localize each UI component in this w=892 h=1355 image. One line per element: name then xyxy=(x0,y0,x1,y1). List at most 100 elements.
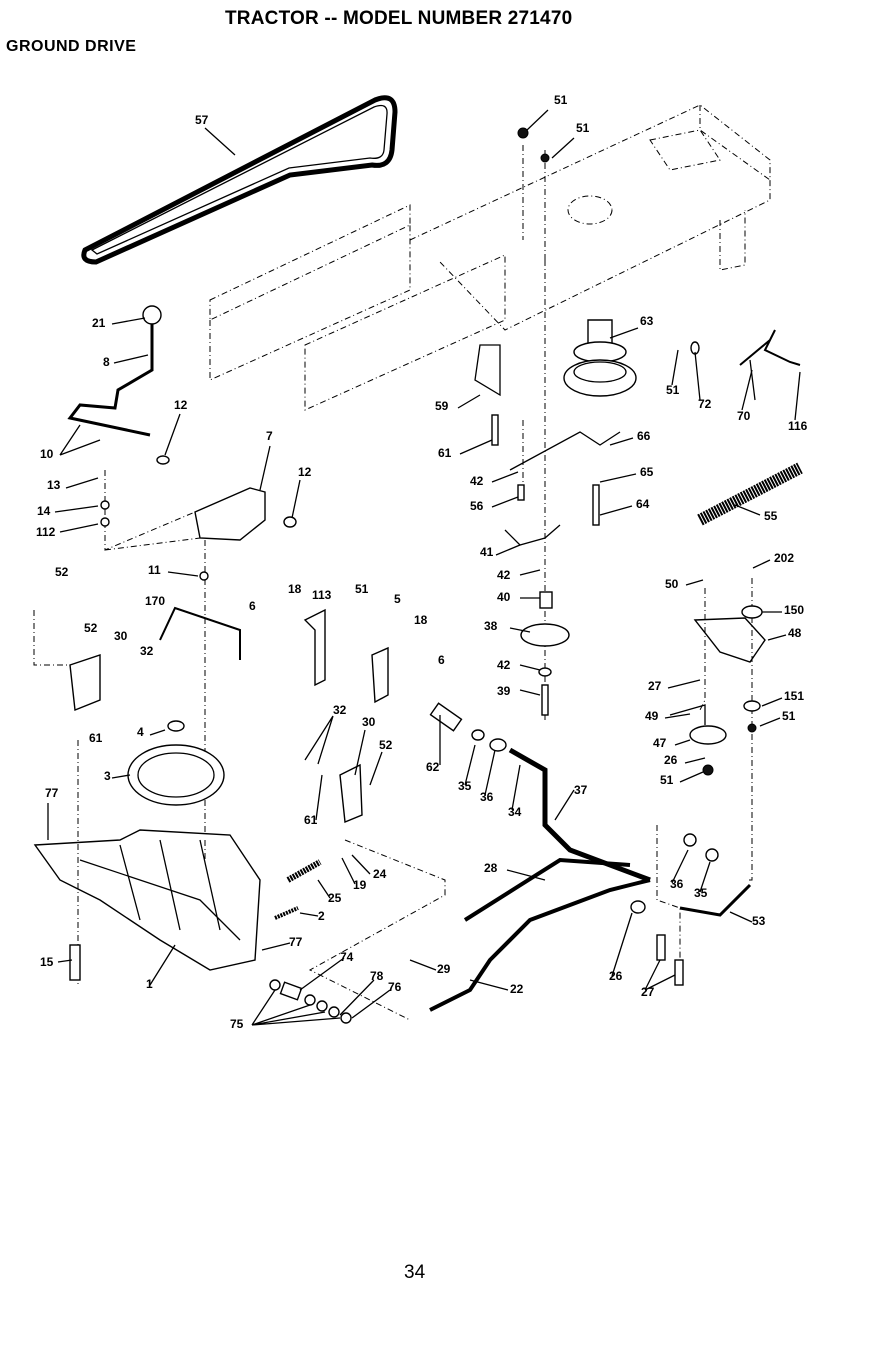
part-callout-57: 57 xyxy=(195,113,209,127)
part-callout-53: 53 xyxy=(752,914,766,928)
part-callout-42: 42 xyxy=(497,568,511,582)
part-callout-28: 28 xyxy=(484,861,498,875)
part-callout-22: 22 xyxy=(510,982,524,996)
part-callout-42: 42 xyxy=(497,658,511,672)
part-callout-3: 3 xyxy=(104,769,111,783)
part-callout-34: 34 xyxy=(508,805,522,819)
part-callout-64: 64 xyxy=(636,497,650,511)
part-callout-49: 49 xyxy=(645,709,659,723)
part-callout-42: 42 xyxy=(470,474,484,488)
part-callout-32: 32 xyxy=(333,703,347,717)
part-callout-11: 11 xyxy=(148,563,161,577)
part-callout-76: 76 xyxy=(388,980,402,994)
part-callout-65: 65 xyxy=(640,465,654,479)
part-callout-29: 29 xyxy=(437,962,451,976)
pedal-shaft-34 xyxy=(508,747,651,883)
part-callout-38: 38 xyxy=(484,619,498,633)
part-callout-151: 151 xyxy=(784,689,804,703)
part-callout-112: 112 xyxy=(36,525,56,539)
page-title: TRACTOR -- MODEL NUMBER 271470 xyxy=(225,8,573,29)
part-callout-51: 51 xyxy=(554,93,568,107)
page-number: 34 xyxy=(404,1262,426,1283)
callout-labels: 5751512181271012131411263517270116596661… xyxy=(36,93,808,1031)
part-callout-52: 52 xyxy=(379,738,393,752)
part-callout-4: 4 xyxy=(137,725,144,739)
part-callout-6: 6 xyxy=(249,599,256,613)
part-callout-55: 55 xyxy=(764,509,778,523)
part-callout-72: 72 xyxy=(698,397,712,411)
part-callout-39: 39 xyxy=(497,684,511,698)
part-callout-32: 32 xyxy=(140,644,154,658)
part-callout-36: 36 xyxy=(670,877,684,891)
part-callout-50: 50 xyxy=(665,577,679,591)
part-callout-56: 56 xyxy=(470,499,484,513)
part-callout-12: 12 xyxy=(174,398,188,412)
part-callout-1: 1 xyxy=(146,977,153,991)
part-callout-51: 51 xyxy=(782,709,796,723)
part-callout-150: 150 xyxy=(784,603,804,617)
part-callout-10: 10 xyxy=(40,447,54,461)
part-callout-75: 75 xyxy=(230,1017,244,1031)
spring-2 xyxy=(274,906,299,920)
part-callout-40: 40 xyxy=(497,590,511,604)
transaxle xyxy=(33,829,261,971)
part-callout-52: 52 xyxy=(84,621,98,635)
part-callout-116: 116 xyxy=(788,419,808,433)
part-callout-51: 51 xyxy=(666,383,680,397)
part-callout-19: 19 xyxy=(353,878,367,892)
shift-knob xyxy=(142,305,162,325)
part-callout-74: 74 xyxy=(340,950,354,964)
part-callout-202: 202 xyxy=(774,551,794,565)
spring-25 xyxy=(286,859,322,883)
part-callout-37: 37 xyxy=(574,783,588,797)
part-callout-77: 77 xyxy=(45,786,59,800)
part-callout-77: 77 xyxy=(289,935,303,949)
part-callout-14: 14 xyxy=(37,504,51,518)
part-callout-35: 35 xyxy=(694,886,708,900)
part-callout-2: 2 xyxy=(318,909,325,923)
part-callout-18: 18 xyxy=(414,613,428,627)
part-callout-30: 30 xyxy=(114,629,128,643)
part-callout-25: 25 xyxy=(328,891,342,905)
part-callout-27: 27 xyxy=(641,985,655,999)
part-callout-21: 21 xyxy=(92,316,106,330)
part-callout-6: 6 xyxy=(438,653,445,667)
part-callout-24: 24 xyxy=(373,867,387,881)
part-callout-61: 61 xyxy=(89,731,103,745)
part-callout-62: 62 xyxy=(426,760,440,774)
part-callout-15: 15 xyxy=(40,955,54,969)
tractor-frame xyxy=(209,204,411,381)
part-callout-51: 51 xyxy=(576,121,590,135)
part-callout-41: 41 xyxy=(480,545,494,559)
part-callout-7: 7 xyxy=(266,429,273,443)
part-callout-51: 51 xyxy=(355,582,369,596)
part-callout-59: 59 xyxy=(435,399,449,413)
section-subtitle: GROUND DRIVE xyxy=(6,38,137,55)
part-callout-26: 26 xyxy=(609,969,623,983)
part-callout-18: 18 xyxy=(288,582,302,596)
part-callout-47: 47 xyxy=(653,736,667,750)
part-callout-26: 26 xyxy=(664,753,678,767)
part-callout-48: 48 xyxy=(788,626,802,640)
part-callout-30: 30 xyxy=(362,715,376,729)
clutch-grip xyxy=(697,462,803,526)
drive-belt xyxy=(81,95,398,265)
part-callout-27: 27 xyxy=(648,679,662,693)
part-callout-35: 35 xyxy=(458,779,472,793)
part-callout-66: 66 xyxy=(637,429,651,443)
part-callout-61: 61 xyxy=(304,813,318,827)
part-callout-36: 36 xyxy=(480,790,494,804)
part-callout-70: 70 xyxy=(737,409,751,423)
part-callout-5: 5 xyxy=(394,592,401,606)
part-callout-52: 52 xyxy=(55,565,69,579)
part-callout-63: 63 xyxy=(640,314,654,328)
transaxle-pulley xyxy=(127,744,225,806)
part-callout-51: 51 xyxy=(660,773,674,787)
shift-lever xyxy=(67,324,154,437)
part-callout-8: 8 xyxy=(103,355,110,369)
part-callout-78: 78 xyxy=(370,969,384,983)
part-callout-170: 170 xyxy=(145,594,165,608)
part-callout-61: 61 xyxy=(438,446,452,460)
part-callout-13: 13 xyxy=(47,478,61,492)
